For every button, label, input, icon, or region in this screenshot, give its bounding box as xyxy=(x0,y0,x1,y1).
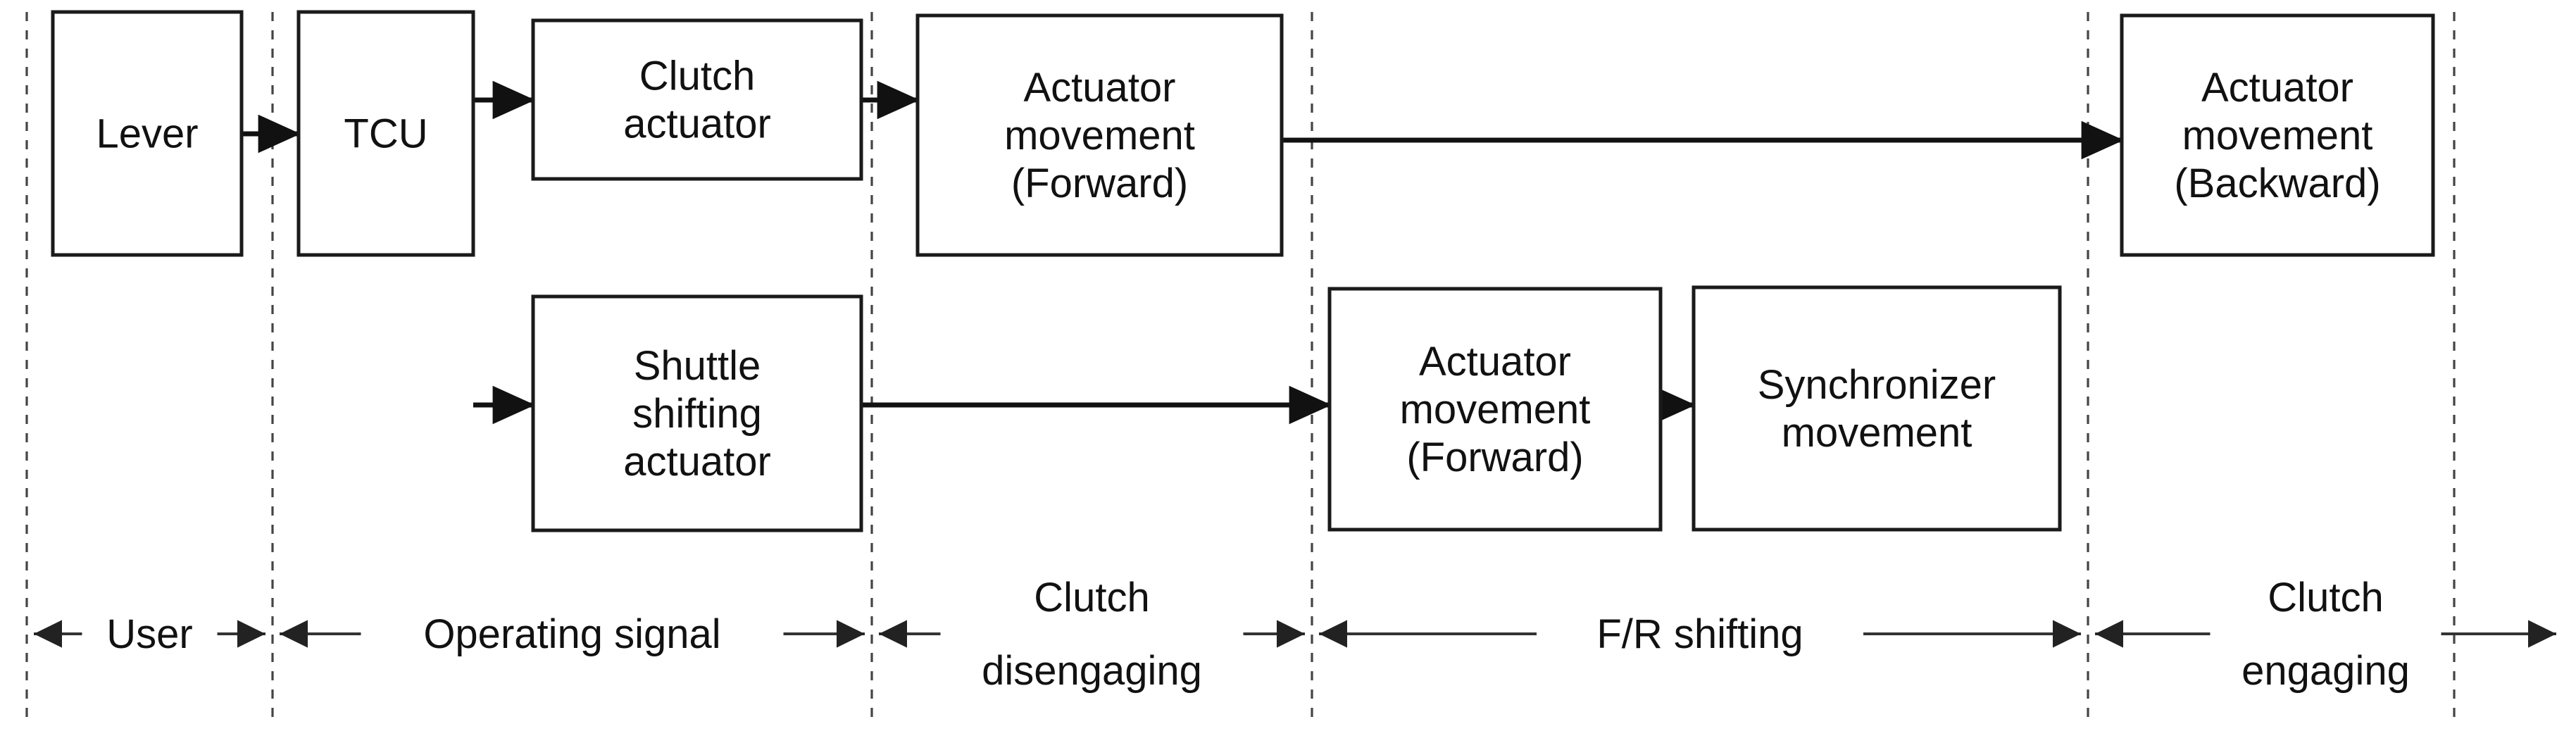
box-label-actuator-movement-forward-mid: (Forward) xyxy=(1406,435,1583,480)
box-label-actuator-movement-forward-top: Actuator xyxy=(1024,65,1176,111)
box-outline-synchronizer-movement xyxy=(1692,285,2062,532)
box-label-tcu: TCU xyxy=(344,111,427,157)
phase-label-operating-signal: Operating signal xyxy=(423,611,720,657)
phase-user: User xyxy=(34,611,265,657)
box-label-lever: Lever xyxy=(96,111,198,157)
box-label-actuator-movement-forward-mid: Actuator xyxy=(1419,339,1571,385)
phase-clutch-disengaging: Clutch disengaging xyxy=(879,575,1305,694)
phase-label-user: User xyxy=(106,611,192,657)
phase-label-clutch-disengaging: disengaging xyxy=(982,648,1202,694)
box-outline-lever xyxy=(51,10,244,257)
box-outline-actuator-movement-backward xyxy=(2120,13,2435,257)
box-lever[interactable]: Lever xyxy=(51,10,244,257)
box-label-clutch-actuator: actuator xyxy=(623,101,771,147)
box-label-synchronizer-movement: Synchronizer xyxy=(1758,362,1996,408)
box-label-clutch-actuator: Clutch xyxy=(639,54,755,99)
box-label-shuttle-shifting-actuator: actuator xyxy=(623,439,771,485)
box-label-synchronizer-movement: movement xyxy=(1782,410,1972,456)
box-label-actuator-movement-forward-mid: movement xyxy=(1400,387,1591,432)
box-label-shuttle-shifting-actuator: shifting xyxy=(632,391,762,437)
phase-label-clutch-engaging: Clutch xyxy=(2268,575,2383,620)
box-label-actuator-movement-backward: movement xyxy=(2182,113,2373,158)
phase-clutch-engaging: Clutch engaging xyxy=(2095,575,2556,694)
phase-measure-band: User Operating signal Clutch disengaging F/R… xyxy=(34,575,2556,694)
box-tcu[interactable]: TCU xyxy=(296,10,475,257)
phase-label-clutch-disengaging: Clutch xyxy=(1034,575,1149,620)
box-label-actuator-movement-backward: (Backward) xyxy=(2174,161,2380,206)
box-label-actuator-movement-forward-top: (Forward) xyxy=(1011,161,1188,206)
box-label-actuator-movement-forward-top: movement xyxy=(1004,113,1195,158)
phase-f-r-shifting: F/R shifting xyxy=(1319,611,2081,657)
box-label-actuator-movement-backward: Actuator xyxy=(2201,65,2353,111)
box-outline-shuttle-shifting-actuator xyxy=(531,294,863,532)
box-outline-actuator-movement-forward-mid xyxy=(1327,287,1663,532)
flow-arrows xyxy=(242,80,2124,425)
box-outline-clutch-actuator xyxy=(531,18,863,181)
box-outline-actuator-movement-forward-top xyxy=(915,13,1284,257)
box-outline-tcu xyxy=(296,10,475,257)
phase-label-clutch-engaging: engaging xyxy=(2242,648,2410,694)
phase-operating-signal: Operating signal xyxy=(280,611,865,657)
box-label-shuttle-shifting-actuator: Shuttle xyxy=(634,343,761,389)
phase-label-f-r-shifting: F/R shifting xyxy=(1596,611,1803,657)
